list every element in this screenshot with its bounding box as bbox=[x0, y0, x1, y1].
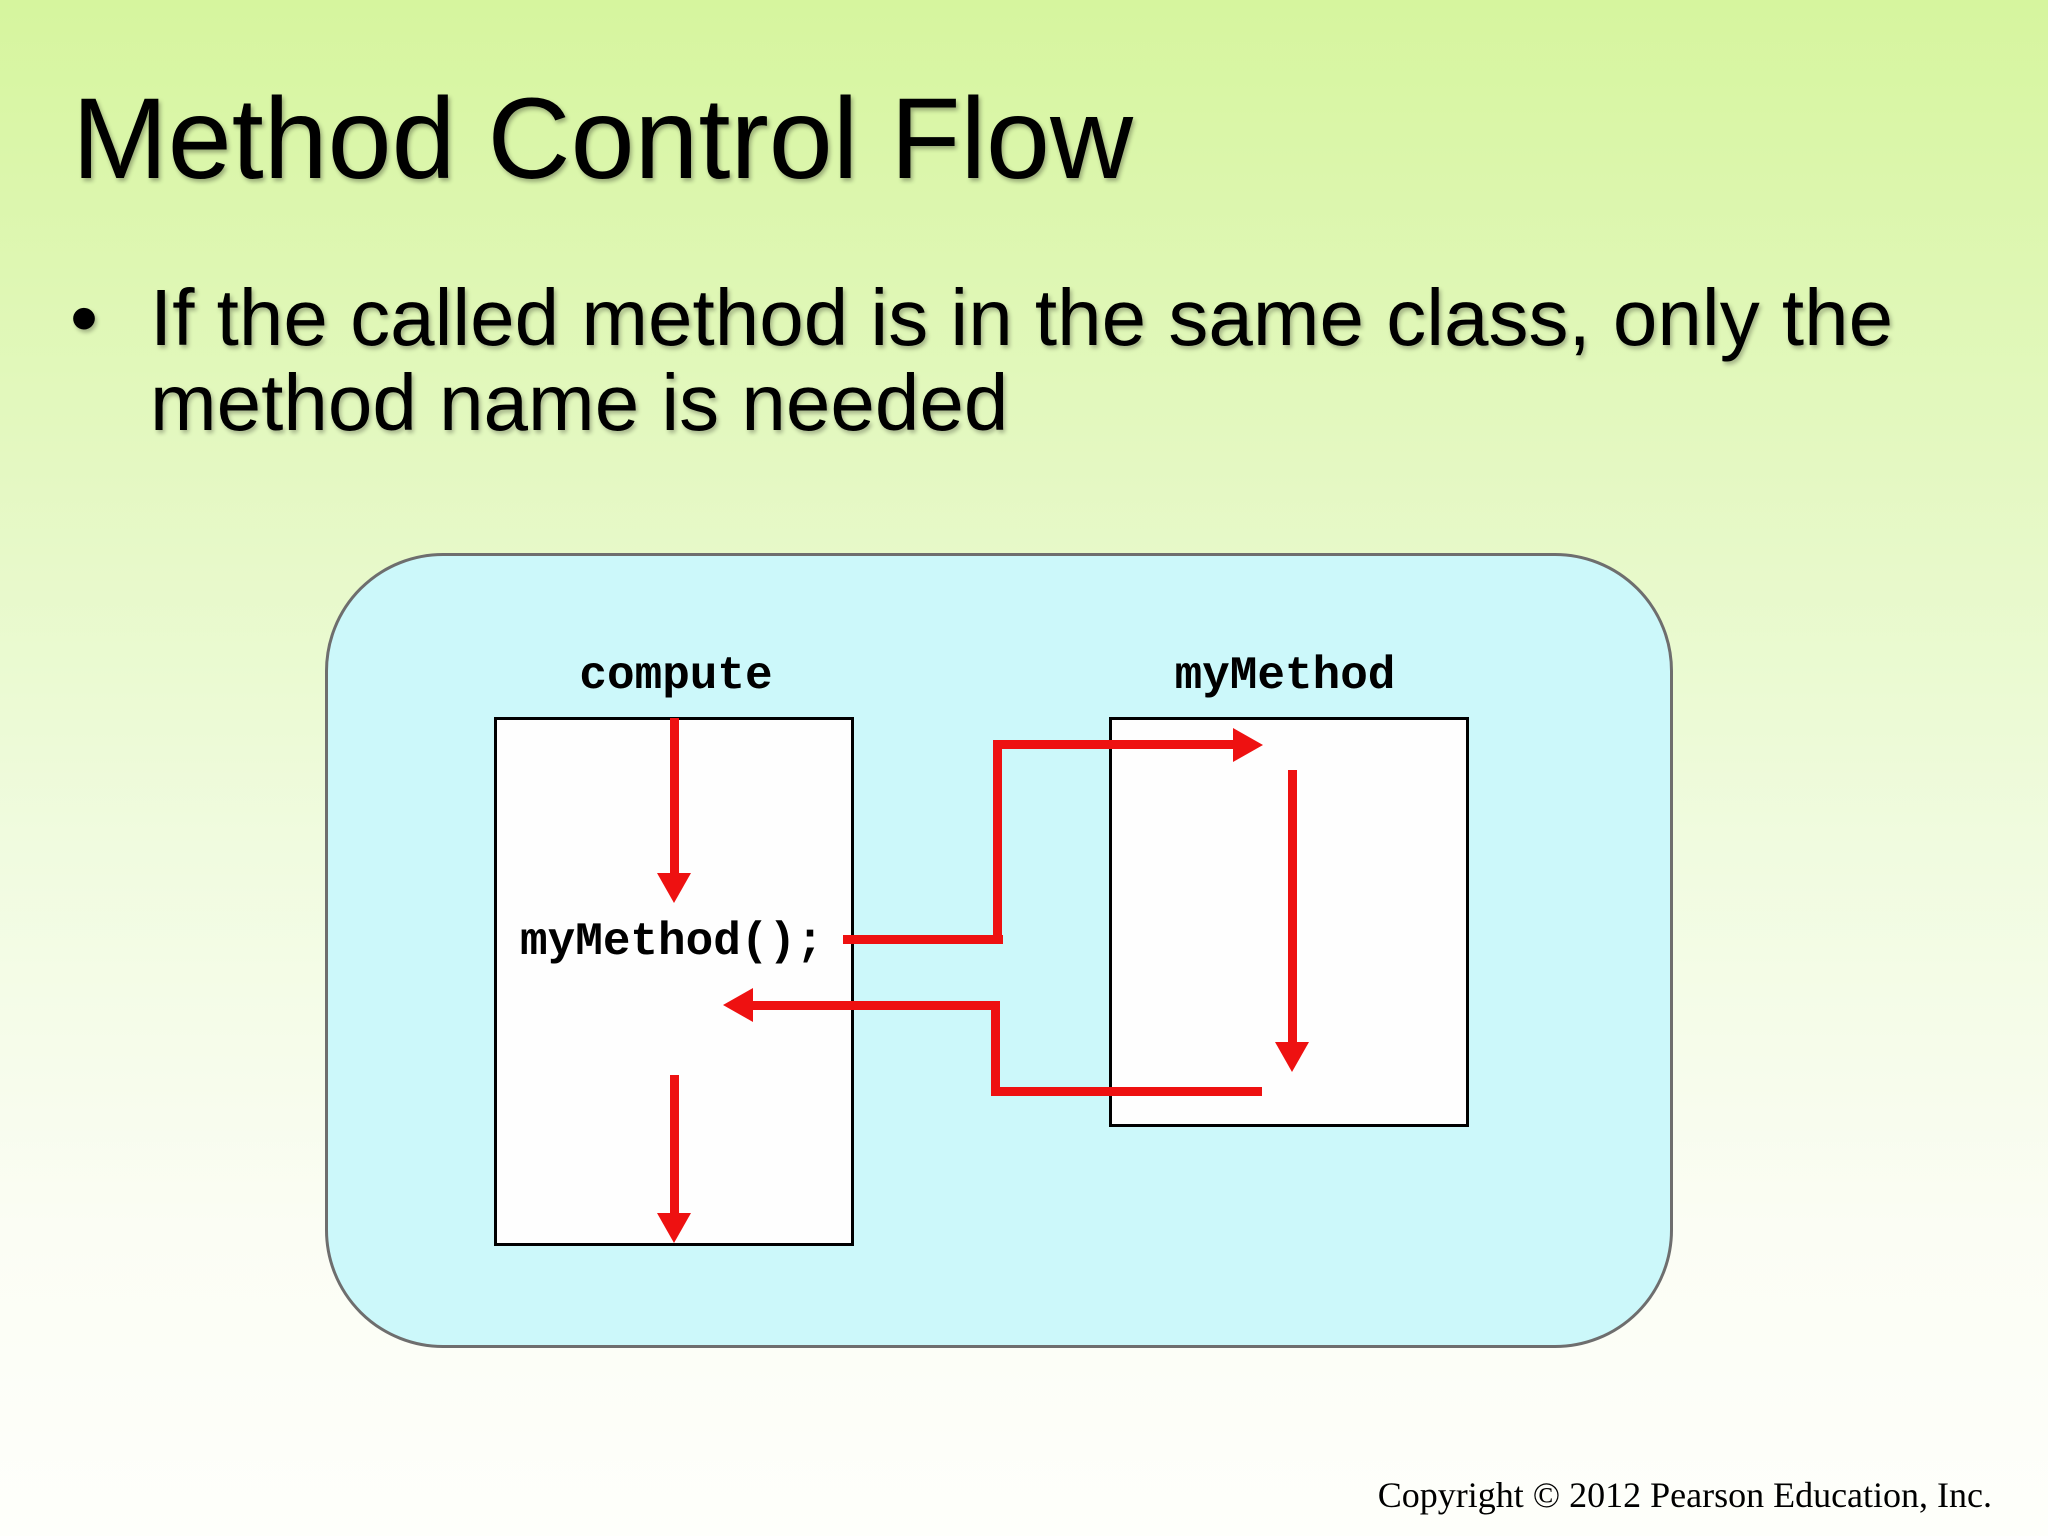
page-title: Method Control Flow bbox=[72, 75, 1133, 203]
bullet-item: • If the called method is in the same cl… bbox=[70, 275, 1893, 445]
bullet-text-line-1: If the called method is in the same clas… bbox=[150, 273, 1894, 362]
caller-method-label: compute bbox=[579, 650, 773, 702]
arrow-head bbox=[657, 873, 691, 903]
footer-copyright: Copyright © 2012 Pearson Education, Inc. bbox=[1377, 1475, 1992, 1515]
arrow-head bbox=[1275, 1042, 1309, 1072]
call-statement-text: myMethod(); bbox=[520, 916, 824, 968]
arrow-shaft bbox=[753, 1001, 1000, 1010]
arrow-shaft bbox=[1288, 770, 1297, 1043]
arrow-shaft bbox=[670, 1075, 679, 1214]
arrow-shaft bbox=[991, 1087, 1262, 1096]
arrow-shaft bbox=[843, 935, 1003, 944]
arrow-shaft bbox=[993, 740, 1233, 749]
arrow-head bbox=[723, 988, 753, 1022]
bullet-text-line-2: method name is needed bbox=[150, 358, 1009, 447]
arrow-shaft bbox=[991, 1001, 1000, 1096]
arrow-head bbox=[1233, 728, 1263, 762]
arrow-shaft bbox=[670, 718, 679, 874]
bullet-text: If the called method is in the same clas… bbox=[150, 275, 1893, 445]
callee-method-label: myMethod bbox=[1174, 650, 1396, 702]
arrow-head bbox=[657, 1213, 691, 1243]
bullet-marker: • bbox=[70, 273, 99, 362]
arrow-shaft bbox=[993, 740, 1002, 944]
